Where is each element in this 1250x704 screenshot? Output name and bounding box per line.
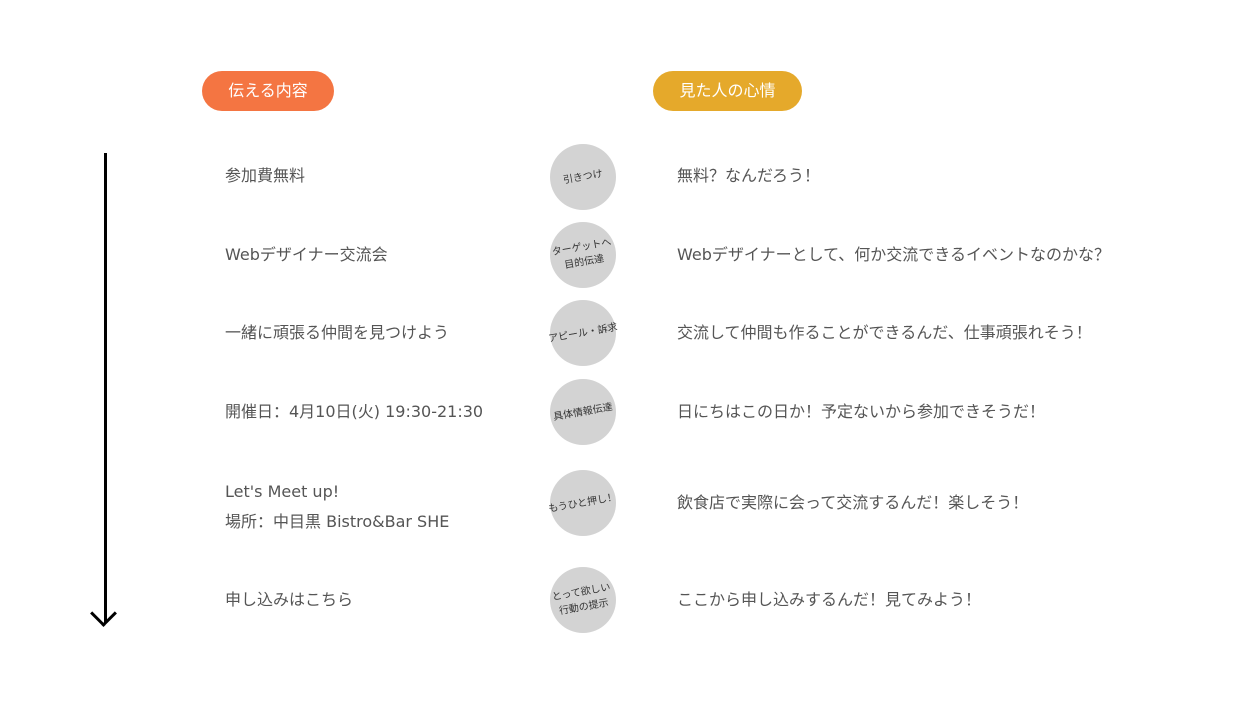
feeling-item: Webデザイナーとして、何か交流できるイベントなのかな？ (677, 245, 1110, 264)
role-circle: 具体情報伝達 (550, 379, 616, 445)
content-item: 場所：中目黒 Bistro&Bar SHE (225, 512, 450, 531)
feeling-item: 飲食店で実際に会って交流するんだ！楽しそう！ (677, 493, 1029, 512)
feeling-item: 日にちはこの日か！予定ないから参加できそうだ！ (677, 402, 1046, 421)
role-circle: とって欲しい 行動の提示 (550, 567, 616, 633)
content-item: 申し込みはこちら (225, 590, 354, 609)
role-circle: 引きつけ (550, 144, 616, 210)
content-item: 開催日：4月10日(火) 19:30-21:30 (225, 402, 484, 421)
content-item: Let's Meet up! (225, 482, 340, 501)
feeling-item: 交流して仲間も作ることができるんだ、仕事頑張れそう！ (677, 323, 1092, 342)
role-label: とって欲しい 行動の提示 (551, 582, 612, 618)
content-item: Webデザイナー交流会 (225, 245, 388, 264)
feeling-item: 無料？なんだろう！ (677, 166, 821, 185)
role-circle: もうひと押し！ (547, 470, 619, 536)
content-header-pill: 伝える内容 (202, 71, 334, 111)
flow-arrow-shaft (104, 153, 107, 623)
flow-arrow-head-icon (90, 600, 117, 627)
role-circle: ターゲットへ 目的伝達 (550, 222, 616, 288)
role-circle: アピール・訴求 (547, 300, 619, 366)
role-label: 具体情報伝達 (552, 401, 614, 423)
role-label: アピール・訴求 (547, 321, 619, 345)
content-item: 参加費無料 (225, 166, 306, 185)
role-label: もうひと押し！ (547, 491, 619, 515)
role-label: 引きつけ (562, 168, 604, 186)
role-label: ターゲットへ 目的伝達 (551, 236, 613, 272)
feeling-item: ここから申し込みするんだ！見てみよう！ (677, 590, 982, 609)
feeling-header-pill: 見た人の心情 (653, 71, 802, 111)
content-item: 一緒に頑張る仲間を見つけよう (225, 323, 450, 342)
